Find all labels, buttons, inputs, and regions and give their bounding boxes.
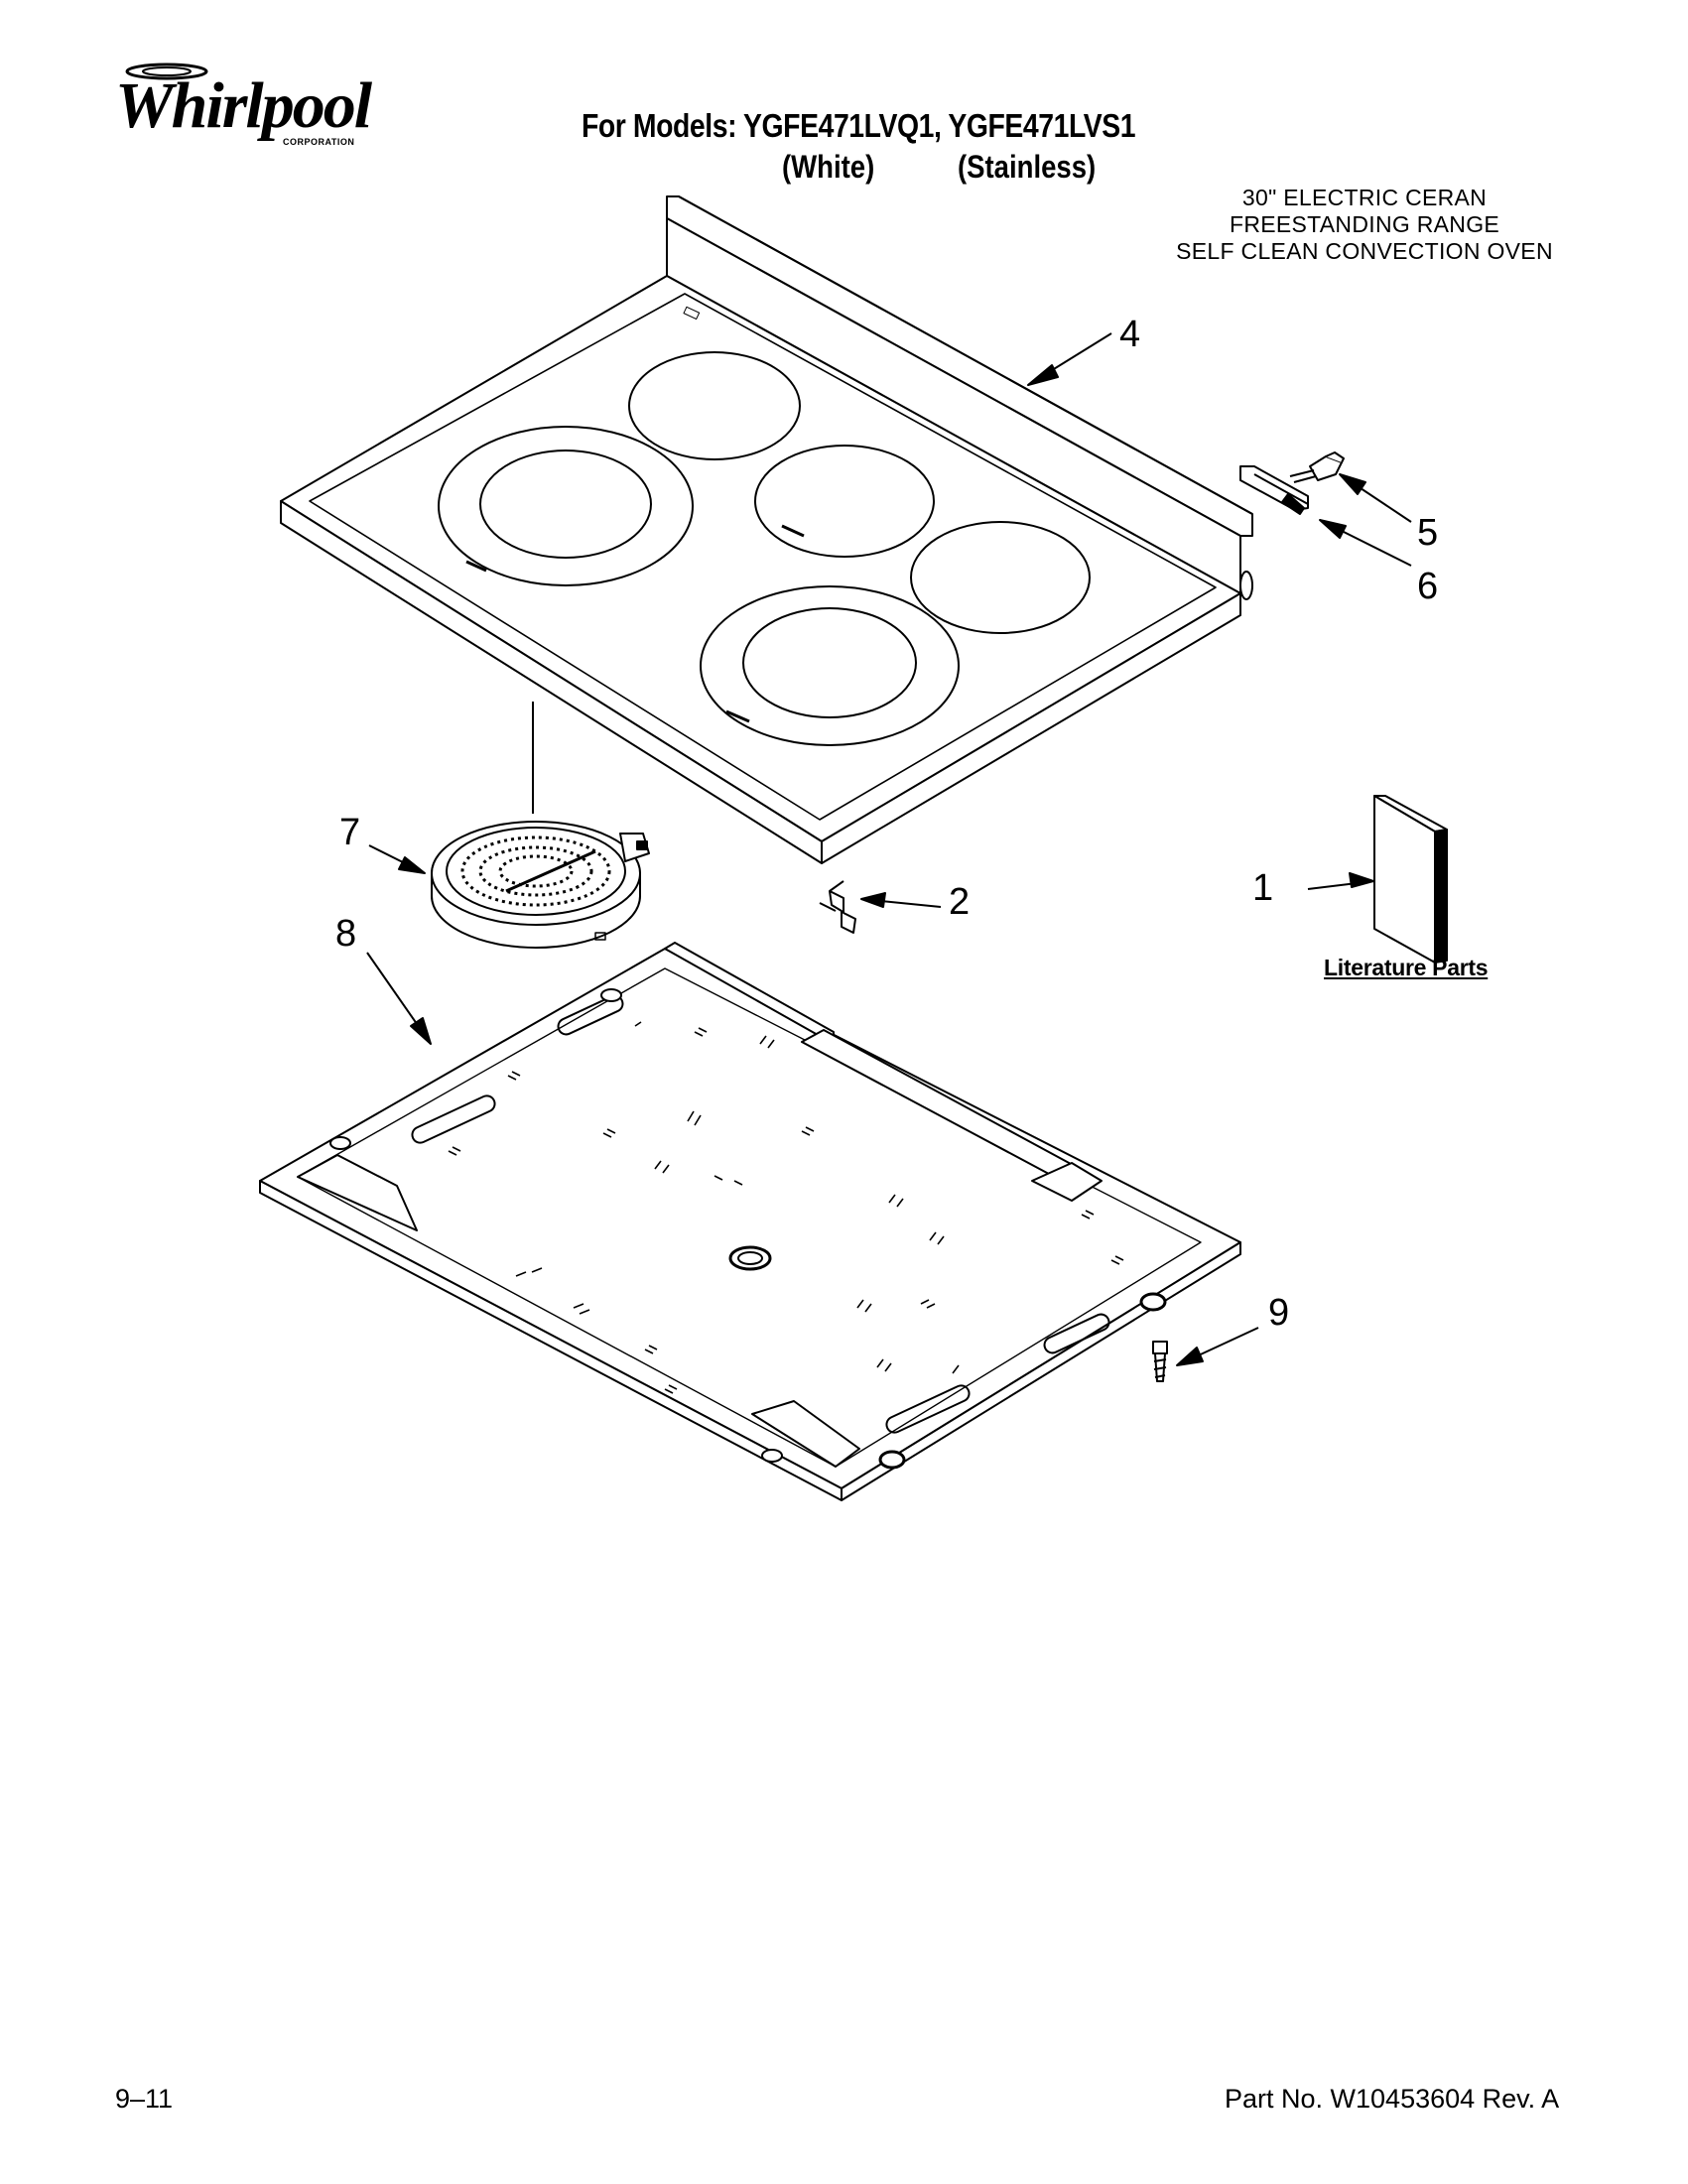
panel-marks [448, 1021, 1124, 1394]
svg-text:Whirlpool: Whirlpool [115, 69, 373, 142]
screw-part-9 [1152, 1341, 1168, 1382]
cooktop-assembly [280, 195, 1253, 864]
date-code: 9–11 [115, 2084, 174, 2114]
models-heading: For Models: YGFE471LVQ1, YGFE471LVS1 [582, 107, 1136, 145]
variant-stainless: (Stainless) [958, 149, 1097, 185]
models-prefix: For Models: [582, 107, 744, 144]
bottom-panel [259, 942, 1241, 1501]
description-line-1: 30" ELECTRIC CERAN [1241, 185, 1488, 210]
callout-4: 4 [1119, 314, 1141, 355]
part-number: Part No. W10453604 Rev. A [1225, 2084, 1560, 2114]
callout-5: 5 [1417, 512, 1439, 554]
radiant-element [431, 702, 650, 949]
logo-corporation-text: CORPORATION [283, 137, 355, 147]
literature-book [1373, 795, 1448, 964]
callout-6: 6 [1417, 566, 1439, 607]
models-list: YGFE471LVQ1, YGFE471LVS1 [743, 107, 1136, 144]
literature-parts-label: Literature Parts [1324, 955, 1489, 980]
bracket-screw [1239, 451, 1345, 515]
product-description: 30" ELECTRIC CERAN FREESTANDING RANGE SE… [1151, 185, 1578, 265]
whirlpool-logo-mark: Whirlpool [115, 63, 375, 142]
callout-2: 2 [949, 881, 971, 923]
leader-lines [366, 332, 1412, 1366]
whirlpool-logo: Whirlpool CORPORATION [109, 58, 382, 152]
callout-8: 8 [335, 913, 357, 955]
description-line-2: FREESTANDING RANGE [1229, 211, 1500, 237]
callout-7: 7 [339, 812, 361, 853]
description-line-3: SELF CLEAN CONVECTION OVEN [1176, 238, 1553, 264]
clip-part [819, 880, 856, 934]
variant-white: (White) [782, 149, 875, 185]
callout-1: 1 [1252, 867, 1274, 909]
callout-9: 9 [1268, 1292, 1290, 1334]
